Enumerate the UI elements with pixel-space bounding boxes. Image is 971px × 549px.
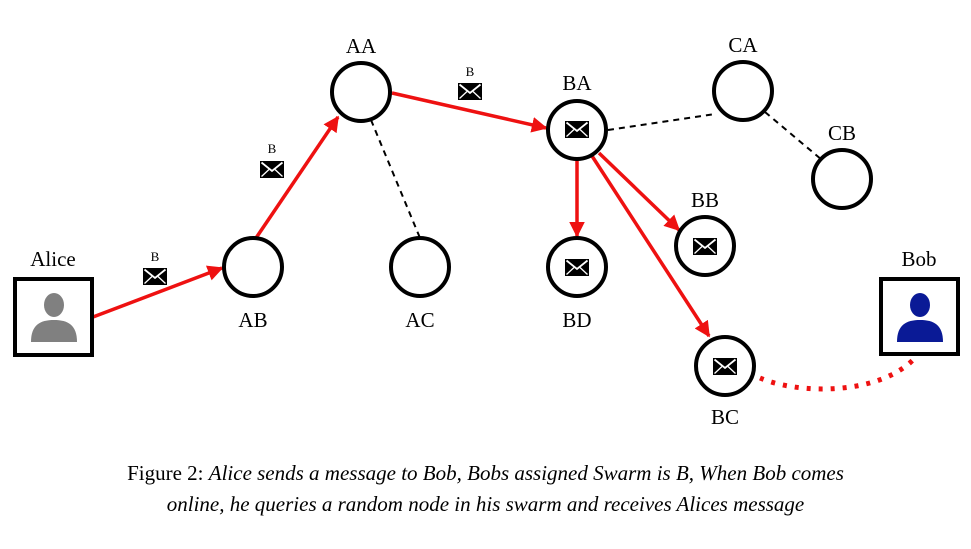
bob: Bob: [879, 247, 960, 356]
node-cb-label: CB: [828, 121, 856, 145]
envelope-icon: [260, 161, 284, 178]
node-ca-label: CA: [728, 33, 758, 57]
query-link-bc-bob: [759, 356, 917, 392]
route-alice-ab: [92, 265, 224, 319]
link-ba-ca: [607, 113, 716, 131]
route-ab-aa: [254, 115, 340, 239]
node-aa-label: AA: [346, 34, 377, 58]
node-bc-label: BC: [711, 405, 739, 429]
link-ca-cb: [764, 111, 823, 161]
envelope-icon: [458, 83, 482, 100]
node-ac-label: AC: [405, 308, 434, 332]
swarm-diagram: B B B AA AB AC BA BB BC BD CA CB Alice B…: [13, 33, 960, 429]
node-bd-label: BD: [562, 308, 591, 332]
figure-caption: Figure 2: Alice sends a message to Bob, …: [20, 458, 951, 520]
alice-user-icon: [31, 293, 77, 342]
bob-label: Bob: [901, 247, 936, 271]
route-ba-bc: [590, 155, 711, 338]
node-bc-envelope-icon: [713, 358, 737, 375]
node-bb-label: BB: [691, 188, 719, 212]
msg-ab-aa: B: [260, 141, 284, 178]
bob-user-icon: [897, 293, 943, 342]
msg-alice-ab: B: [143, 249, 167, 285]
envelope-icon: [143, 268, 167, 285]
msg-tag: B: [268, 141, 277, 156]
node-bb-envelope-icon: [693, 238, 717, 255]
caption-line-1: Figure 2: Alice sends a message to Bob, …: [20, 458, 951, 489]
caption-text-1: Alice sends a message to Bob, Bobs assig…: [208, 461, 844, 485]
msg-tag: B: [466, 64, 475, 79]
node-ba-envelope-icon: [565, 121, 589, 138]
node-ca: [712, 60, 774, 122]
node-ab-label: AB: [238, 308, 267, 332]
msg-tag: B: [151, 249, 160, 264]
node-bd-envelope-icon: [565, 259, 589, 276]
node-cb: [811, 148, 873, 210]
node-ac: [389, 236, 451, 298]
caption-line-2: online, he queries a random node in his …: [166, 492, 805, 516]
link-aa-ac: [370, 119, 421, 239]
alice-label: Alice: [30, 247, 75, 271]
node-aa: [330, 61, 392, 123]
route-aa-ba: [391, 91, 548, 133]
alice: Alice: [13, 247, 94, 357]
route-ba-bb: [597, 151, 681, 232]
node-ab: [222, 236, 284, 298]
msg-aa-ba: B: [458, 64, 482, 100]
node-ba-label: BA: [562, 71, 592, 95]
caption-prefix: Figure 2:: [127, 461, 204, 485]
alice-frame: [13, 277, 94, 357]
